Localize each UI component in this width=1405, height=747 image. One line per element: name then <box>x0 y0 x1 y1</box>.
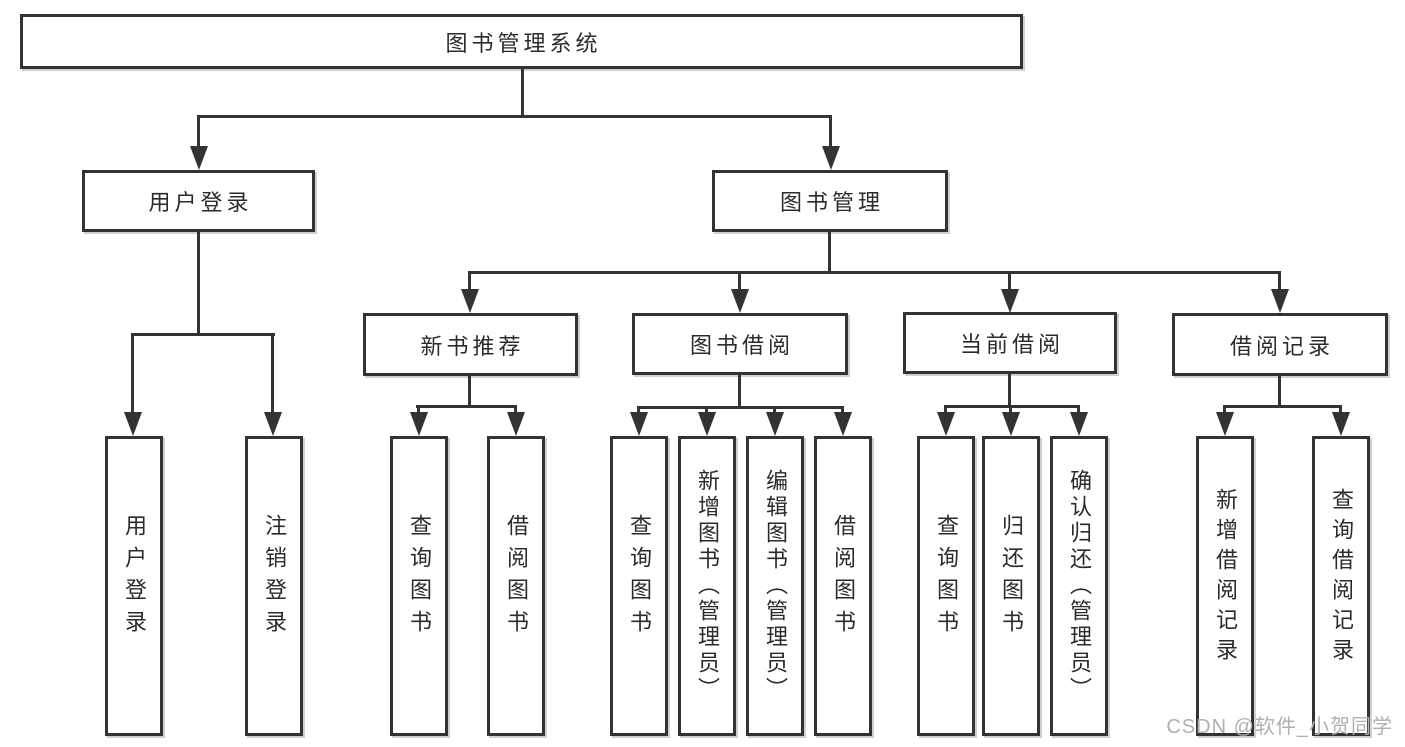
leaf-label: 新增图书（管理员） <box>695 469 720 703</box>
connector-line <box>1278 375 1281 407</box>
connector-line <box>198 115 832 118</box>
arrowhead-down-icon <box>190 146 208 170</box>
connector-line <box>521 69 524 117</box>
node-book-management: 图书管理 <box>712 170 948 232</box>
connector-line <box>1008 373 1011 407</box>
node-current-borrowing: 当前借阅 <box>903 312 1117 374</box>
arrowhead-down-icon <box>1070 412 1088 436</box>
connector-line <box>637 406 844 409</box>
node-label: 当前借阅 <box>959 332 1064 357</box>
node-label: 图书管理系统 <box>445 30 602 56</box>
node-label: 用户登录 <box>148 190 253 215</box>
connector-line <box>1223 405 1226 415</box>
connector-line <box>468 271 471 293</box>
leaf-label: 借阅图书 <box>831 514 856 642</box>
leaf-label: 查询图书 <box>627 514 652 642</box>
connector-line <box>131 333 134 413</box>
watermark: CSDN @软件_小贺同学 <box>1166 716 1393 738</box>
arrowhead-down-icon <box>264 412 282 436</box>
connector-line <box>197 115 200 147</box>
connector-line <box>705 406 708 415</box>
leaf-label: 新增借阅记录 <box>1213 488 1238 668</box>
arrowhead-down-icon <box>1001 289 1019 313</box>
leaf-br-query-record: 查询借阅记录 <box>1312 436 1370 736</box>
leaf-nb-query-books: 查询图书 <box>390 436 448 736</box>
leaf-br-add-record: 新增借阅记录 <box>1196 436 1254 736</box>
connector-line <box>1008 271 1011 293</box>
leaf-cb-confirm-return-admin: 确认归还（管理员） <box>1050 436 1108 736</box>
arrowhead-down-icon <box>834 412 852 436</box>
leaf-bb-borrow-books: 借阅图书 <box>814 436 872 736</box>
leaf-bb-add-books-admin: 新增图书（管理员） <box>678 436 736 736</box>
connector-line <box>637 406 640 415</box>
connector-line <box>738 374 741 408</box>
connector-line <box>944 405 1080 408</box>
arrowhead-down-icon <box>1332 412 1350 436</box>
arrowhead-down-icon <box>1271 289 1289 313</box>
connector-line <box>197 231 200 335</box>
connector-line <box>944 405 947 415</box>
arrowhead-down-icon <box>461 289 479 313</box>
connector-line <box>271 333 274 413</box>
node-label: 新书推荐 <box>420 333 525 359</box>
leaf-logout: 注销登录 <box>245 436 303 736</box>
node-borrowing-records: 借阅记录 <box>1172 313 1388 376</box>
node-new-book-recommendation: 新书推荐 <box>363 313 578 376</box>
leaf-label: 注销登录 <box>262 514 287 642</box>
leaf-label: 借阅图书 <box>504 514 529 642</box>
node-user-login: 用户登录 <box>82 170 315 232</box>
arrowhead-down-icon <box>731 289 749 313</box>
leaf-label: 用户登录 <box>122 514 147 642</box>
connector-line <box>773 406 776 415</box>
connector-line <box>416 405 517 408</box>
arrowhead-down-icon <box>1002 412 1020 436</box>
connector-line <box>1339 405 1342 415</box>
connector-line <box>468 375 471 407</box>
connector-line <box>1223 405 1342 408</box>
connector-line <box>468 271 1281 274</box>
node-label: 借阅记录 <box>1229 333 1334 359</box>
connector-line <box>1009 405 1012 415</box>
node-library-management-system: 图书管理系统 <box>20 14 1023 69</box>
leaf-label: 编辑图书（管理员） <box>763 469 788 703</box>
leaf-label: 查询图书 <box>407 514 432 642</box>
leaf-bb-query-books: 查询图书 <box>610 436 668 736</box>
connector-line <box>738 271 741 293</box>
connector-line <box>131 333 275 336</box>
leaf-user-login: 用户登录 <box>105 436 163 736</box>
arrowhead-down-icon <box>410 412 428 436</box>
connector-line <box>514 405 517 415</box>
arrowhead-down-icon <box>822 146 840 170</box>
leaf-label: 查询借阅记录 <box>1329 488 1354 668</box>
connector-line <box>828 231 831 273</box>
connector-line <box>417 405 420 415</box>
leaf-label: 确认归还（管理员） <box>1067 469 1092 703</box>
connector-line <box>829 115 832 147</box>
arrowhead-down-icon <box>630 412 648 436</box>
connector-line <box>1077 405 1080 415</box>
arrowhead-down-icon <box>124 412 142 436</box>
node-label: 图书借阅 <box>689 333 794 358</box>
leaf-label: 查询图书 <box>934 514 959 642</box>
node-book-borrowing: 图书借阅 <box>632 313 848 375</box>
leaf-nb-borrow-books: 借阅图书 <box>487 436 545 736</box>
arrowhead-down-icon <box>507 412 525 436</box>
leaf-cb-query-books: 查询图书 <box>917 436 975 736</box>
connector-line <box>841 406 844 415</box>
leaf-label: 归还图书 <box>999 514 1024 642</box>
arrowhead-down-icon <box>766 412 784 436</box>
arrowhead-down-icon <box>698 412 716 436</box>
node-label: 图书管理 <box>779 190 884 215</box>
arrowhead-down-icon <box>1216 412 1234 436</box>
leaf-cb-return-books: 归还图书 <box>982 436 1040 736</box>
leaf-bb-edit-books-admin: 编辑图书（管理员） <box>746 436 804 736</box>
connector-line <box>1278 271 1281 293</box>
arrowhead-down-icon <box>937 412 955 436</box>
